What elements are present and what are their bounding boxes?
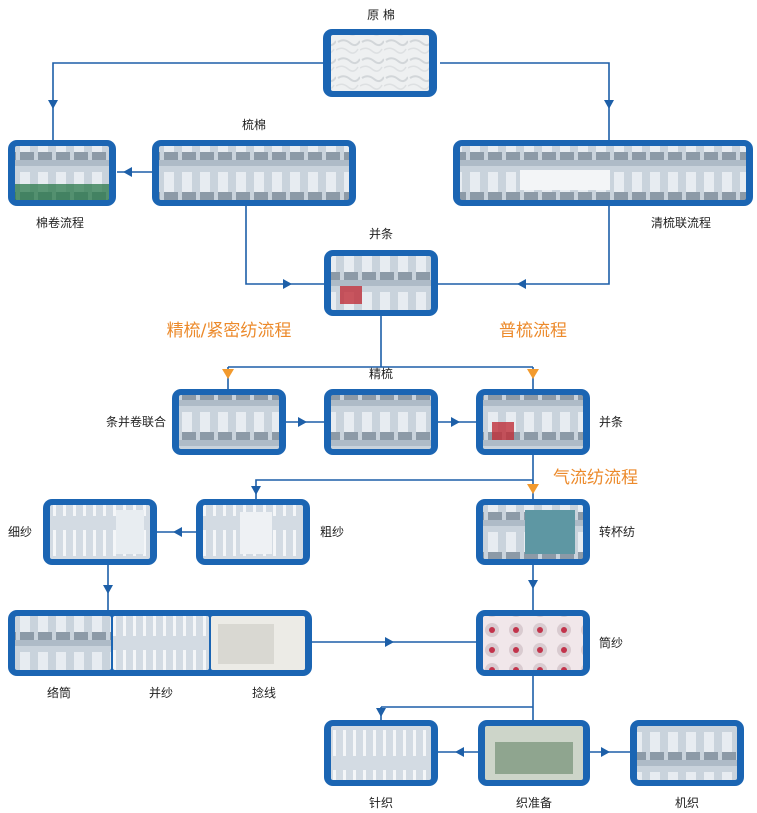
route-arrows bbox=[222, 369, 539, 494]
arrow-down bbox=[528, 580, 538, 589]
label-roving: 粗纱 bbox=[320, 525, 345, 539]
label-blow-card: 清梳联流程 bbox=[650, 216, 712, 230]
arrow-down bbox=[222, 369, 234, 379]
arrow-left bbox=[123, 167, 132, 177]
label-knitting: 针织 bbox=[368, 796, 394, 810]
box-rotor-spinning bbox=[476, 499, 590, 565]
arrow-down bbox=[251, 486, 261, 495]
label-rotor-spinning: 转杯纺 bbox=[599, 525, 636, 539]
arrow-down bbox=[376, 708, 386, 717]
box-raw-cotton bbox=[323, 29, 437, 97]
box-weaving-prep bbox=[478, 720, 590, 786]
label-ring-spinning: 细纱 bbox=[8, 525, 33, 539]
arrow-right bbox=[601, 747, 610, 757]
route-combed-label: 精梳/紧密纺流程 bbox=[166, 321, 292, 341]
arrow-down bbox=[604, 100, 614, 109]
arrow-left bbox=[517, 279, 526, 289]
label-doubling: 并纱 bbox=[148, 686, 174, 700]
arrow-right bbox=[298, 417, 307, 427]
box-combing bbox=[324, 389, 438, 455]
route-air-label: 气流纺流程 bbox=[553, 468, 638, 488]
arrow-left bbox=[455, 747, 464, 757]
box-winding-doubling-twisting bbox=[8, 610, 312, 676]
label-bobbin: 筒纱 bbox=[599, 636, 624, 650]
box-ring-spinning bbox=[43, 499, 157, 565]
label-winding: 络筒 bbox=[46, 686, 72, 700]
box-loom bbox=[630, 720, 744, 786]
box-carding bbox=[152, 140, 356, 206]
label-twisting: 捻线 bbox=[251, 686, 277, 700]
box-blow-card bbox=[453, 140, 753, 206]
box-roving bbox=[196, 499, 310, 565]
box-knitting bbox=[324, 720, 438, 786]
arrow-down bbox=[103, 585, 113, 594]
process-boxes bbox=[8, 29, 753, 786]
arrow-down bbox=[48, 100, 58, 109]
label-sliver-lap: 条并卷联合 bbox=[105, 415, 166, 429]
route-carded-label: 普梳流程 bbox=[499, 321, 567, 341]
flow-arrows bbox=[48, 100, 614, 757]
arrow-right bbox=[451, 417, 460, 427]
box-drawing-2 bbox=[476, 389, 590, 455]
box-bobbin bbox=[476, 610, 590, 676]
arrow-left bbox=[173, 527, 182, 537]
label-combing: 精梳 bbox=[368, 367, 394, 381]
box-drawing-1 bbox=[324, 250, 438, 316]
label-drawing-2: 并条 bbox=[599, 415, 624, 429]
box-sliver-lap bbox=[172, 389, 286, 455]
label-drawing-1: 并条 bbox=[368, 227, 394, 241]
label-carding: 梳棉 bbox=[241, 118, 267, 132]
box-lap-process bbox=[8, 140, 116, 206]
arrow-down bbox=[527, 484, 539, 494]
arrow-down bbox=[527, 369, 539, 379]
arrow-right bbox=[283, 279, 292, 289]
label-loom: 机织 bbox=[674, 796, 700, 810]
label-lap-process: 棉卷流程 bbox=[35, 216, 85, 230]
label-raw-cotton: 原 棉 bbox=[367, 8, 395, 22]
label-weaving-prep: 织准备 bbox=[515, 796, 553, 810]
arrow-right bbox=[385, 637, 394, 647]
